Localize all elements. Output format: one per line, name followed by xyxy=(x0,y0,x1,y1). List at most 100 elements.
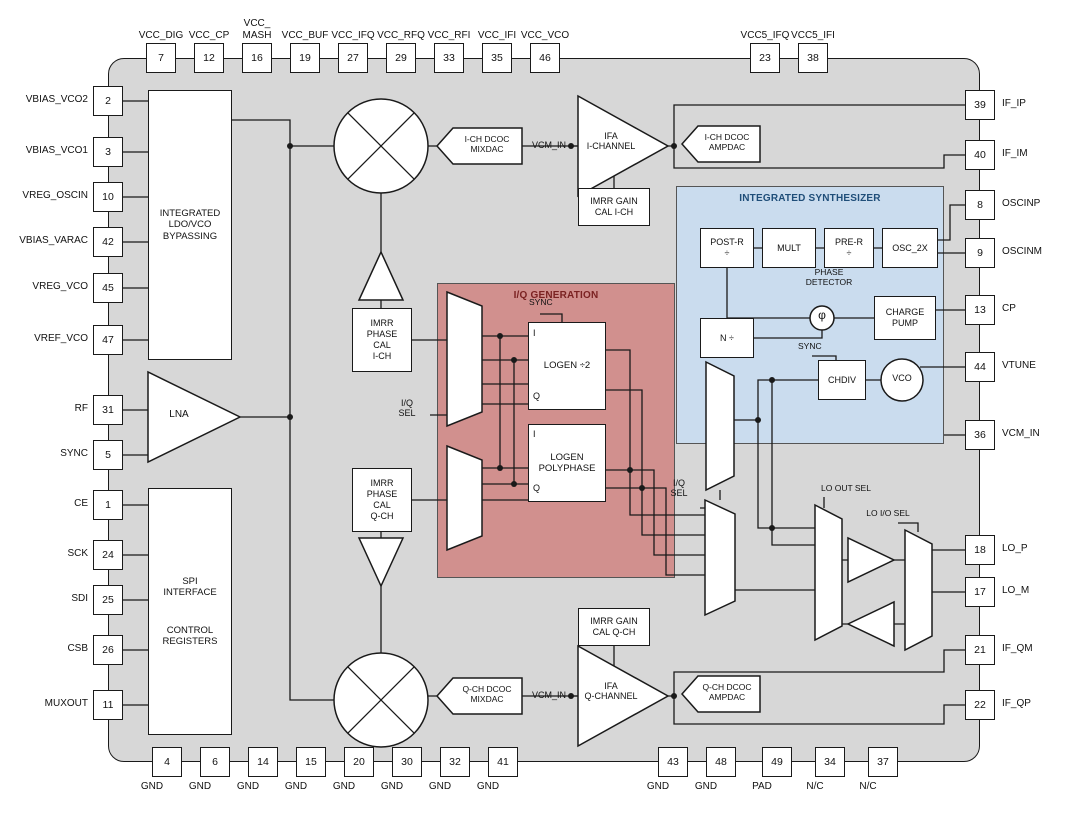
pin-label-if-qm: IF_QM xyxy=(1002,643,1033,654)
vcm-in-i-label: VCM_IN xyxy=(531,140,566,150)
lo-out-buffer-shape xyxy=(847,536,896,584)
pin-label-gnd-20: GND xyxy=(332,781,356,792)
pin-label-ce: CE xyxy=(74,498,88,509)
sync-synth-label: SYNC xyxy=(798,341,822,351)
vcm-in-q-label: VCM_IN xyxy=(531,690,566,700)
spi-interface-label: SPI INTERFACE xyxy=(163,575,217,599)
n-divider-block: N ÷ xyxy=(700,318,754,358)
pin-box-vreg-oscin: 10 xyxy=(93,182,123,212)
synth-mux-shape xyxy=(705,360,735,492)
pin-box-vbias-vco1: 3 xyxy=(93,137,123,167)
pin-box-nc-37: 37 xyxy=(868,747,898,777)
pin-label-muxout: MUXOUT xyxy=(44,698,88,709)
mixdac-q-tag-shape xyxy=(435,677,523,715)
lo-in-buffer-shape xyxy=(846,600,895,648)
mixdac-q-label: Q-CH DCOC MIXDAC xyxy=(462,684,512,704)
lna-label: LNA xyxy=(169,409,189,420)
pin-label-vcc-cp: VCC_CP xyxy=(188,29,230,41)
pin-box-gnd-14: 14 xyxy=(248,747,278,777)
pin-box-gnd-43: 43 xyxy=(658,747,688,777)
pin-label-if-ip: IF_IP xyxy=(1002,98,1026,109)
ampdac-i-tag-shape xyxy=(680,125,761,163)
pin-box-gnd-6: 6 xyxy=(200,747,230,777)
pin-label-csb: CSB xyxy=(67,643,88,654)
ampdac-q-label: Q-CH DCOC AMPDAC xyxy=(702,682,752,702)
vco-label: VCO xyxy=(892,373,912,383)
pin-box-if-im: 40 xyxy=(965,140,995,170)
junction-dots xyxy=(287,143,775,699)
pin-box-vcc-ifi: 35 xyxy=(482,43,512,73)
charge-pump-block: CHARGE PUMP xyxy=(874,296,936,340)
pin-box-vcc-dig: 7 xyxy=(146,43,176,73)
pin-box-if-ip: 39 xyxy=(965,90,995,120)
logen-div2-q-label: Q xyxy=(533,391,541,401)
lo-io-sel-mux-shape xyxy=(904,528,933,652)
pin-box-vcc5-ifi: 38 xyxy=(798,43,828,73)
logen-polyphase-block: LOGEN POLYPHASE xyxy=(528,424,606,502)
logen-div2-block: LOGEN ÷2 xyxy=(528,322,606,410)
ifa-i-shape xyxy=(577,94,670,198)
pin-box-if-qm: 21 xyxy=(965,635,995,665)
osc-2x-block: OSC_2X xyxy=(882,228,938,268)
pin-box-gnd-15: 15 xyxy=(296,747,326,777)
pin-box-sync: 5 xyxy=(93,440,123,470)
pin-label-vcc-buf: VCC_BUF xyxy=(281,29,329,41)
post-r-divider-block: POST-R ÷ xyxy=(700,228,754,268)
vco-circle xyxy=(880,358,924,402)
iq-generation-title: I/Q GENERATION xyxy=(513,290,599,301)
control-registers-label: CONTROL REGISTERS xyxy=(162,624,218,647)
pin-label-vbias-vco1: VBIAS_VCO1 xyxy=(25,145,88,156)
iq-mux-upper-shape xyxy=(446,290,483,428)
imrr-phase-cal-q-block: IMRR PHASE CAL Q-CH xyxy=(352,468,412,532)
pin-box-sdi: 25 xyxy=(93,585,123,615)
pin-box-muxout: 11 xyxy=(93,690,123,720)
phase-detector-label: PHASE DETECTOR xyxy=(805,267,853,287)
logen-div2-i-label: I xyxy=(533,328,536,338)
pin-box-gnd-20: 20 xyxy=(344,747,374,777)
pin-label-gnd-4: GND xyxy=(140,781,164,792)
mixdac-i-label: I-CH DCOC MIXDAC xyxy=(464,134,510,154)
pin-label-vcc-mash: VCC_ MASH xyxy=(242,18,272,41)
imrr-gain-cal-i-block: IMRR GAIN CAL I-CH xyxy=(578,188,650,226)
pin-label-vreg-vco: VREG_VCO xyxy=(32,281,88,292)
pin-label-sync: SYNC xyxy=(60,448,88,459)
mixdac-i-tag-shape xyxy=(435,127,523,165)
pin-label-sdi: SDI xyxy=(71,593,88,604)
pin-label-vcc5-ifi: VCC5_IFI xyxy=(791,29,835,41)
pin-label-cp: CP xyxy=(1002,303,1016,314)
iq-sel-lo-label: I/Q SEL xyxy=(670,478,688,499)
pin-label-vcc-rfi: VCC_RFI xyxy=(427,29,471,41)
pin-label-if-im: IF_IM xyxy=(1002,148,1028,159)
pin-box-ce: 1 xyxy=(93,490,123,520)
pin-box-vcc-rfq: 29 xyxy=(386,43,416,73)
pin-label-sck: SCK xyxy=(67,548,88,559)
iq-sel-mux-shape xyxy=(704,498,736,617)
pin-label-vcc5-ifq: VCC5_IFQ xyxy=(740,29,790,41)
pin-box-oscinp: 8 xyxy=(965,190,995,220)
pin-box-lo-p: 18 xyxy=(965,535,995,565)
pin-box-pad-49: 49 xyxy=(762,747,792,777)
pin-label-vreg-oscin: VREG_OSCIN xyxy=(22,190,88,201)
pin-box-vcc-mash: 16 xyxy=(242,43,272,73)
pin-label-lo-m: LO_M xyxy=(1002,585,1030,596)
lo-out-sel-label: LO OUT SEL xyxy=(821,483,871,493)
ifa-i-label: IFA I-CHANNEL xyxy=(586,131,636,152)
pin-label-nc-37: N/C xyxy=(859,781,877,792)
pin-box-vref-vco: 47 xyxy=(93,325,123,355)
pin-label-lo-p: LO_P xyxy=(1002,543,1028,554)
pin-box-cp: 13 xyxy=(965,295,995,325)
iq-mux-lower-shape xyxy=(446,444,483,552)
pre-r-divider-block: PRE-R ÷ xyxy=(824,228,874,268)
ifa-q-label: IFA Q-CHANNEL xyxy=(584,681,638,702)
pin-box-vtune: 44 xyxy=(965,352,995,382)
pin-label-vcc-vco: VCC_VCO xyxy=(520,29,570,41)
pin-label-gnd-15: GND xyxy=(284,781,308,792)
iq-sel-gen-label: I/Q SEL xyxy=(398,398,416,419)
pin-box-sck: 24 xyxy=(93,540,123,570)
pin-label-gnd-6: GND xyxy=(188,781,212,792)
pin-box-oscinm: 9 xyxy=(965,238,995,268)
pin-box-vcc-ifq: 27 xyxy=(338,43,368,73)
pin-label-gnd-30: GND xyxy=(380,781,404,792)
pin-label-oscinp: OSCINP xyxy=(1002,198,1041,209)
